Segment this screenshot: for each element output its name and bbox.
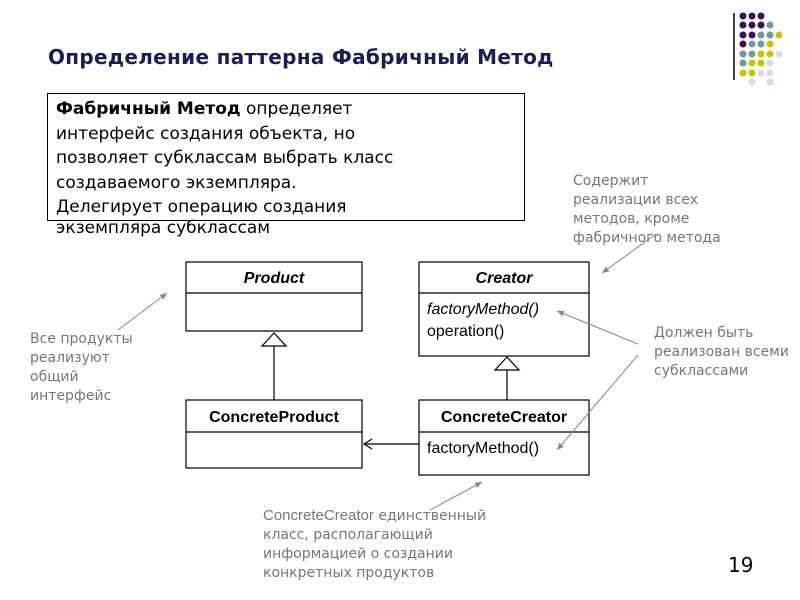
class-product: Product xyxy=(185,261,363,332)
note-creator: Содержит реализации всех методов, кроме … xyxy=(573,172,721,248)
decor-dot xyxy=(757,12,765,20)
note-line: Должен быть xyxy=(654,325,754,341)
decor-dot xyxy=(739,40,747,48)
method: operation() xyxy=(427,323,504,340)
slide-number: 19 xyxy=(728,553,754,577)
decor-dot xyxy=(757,21,765,29)
decor-dot xyxy=(739,12,747,20)
decor-dot xyxy=(766,69,774,77)
decor-dot xyxy=(766,21,774,29)
definition-line: позволяет субклассам выбрать класс xyxy=(56,148,394,168)
decor-dot xyxy=(766,50,774,58)
decor-dot xyxy=(739,21,747,29)
decor-dot xyxy=(748,50,756,58)
note-line: реализован всеми xyxy=(654,344,789,360)
note-products: Все продукты реализуют общий интерфейс xyxy=(30,330,133,406)
definition-line: определяет xyxy=(240,99,353,119)
inheritance-product xyxy=(260,332,288,400)
decor-dot xyxy=(748,78,756,86)
decor-dot xyxy=(766,78,774,86)
definition-line: создаваемого экземпляра. xyxy=(56,172,297,193)
decor-dot xyxy=(748,21,756,29)
class-name: ConcreteProduct xyxy=(209,409,339,426)
decor-dot xyxy=(739,59,747,67)
decor-dot xyxy=(748,31,756,39)
definition-box xyxy=(47,93,525,221)
note-concrete-creator: ConcreteCreator единственный класс, расп… xyxy=(263,506,486,583)
page-title: Определение паттерна Фабричный Метод xyxy=(48,45,554,69)
decor-dot xyxy=(775,50,783,58)
note-line: единственный xyxy=(373,508,487,524)
method: factoryMethod() xyxy=(427,440,539,457)
decor-dot xyxy=(766,40,774,48)
decor-dot xyxy=(748,40,756,48)
note-line: методов, кроме xyxy=(573,211,690,227)
note-implement: Должен быть реализован всеми субклассами xyxy=(654,324,789,381)
decor-dot xyxy=(757,69,765,77)
note-line: Содержит xyxy=(573,173,649,189)
decor-dot xyxy=(739,69,747,77)
decor-dot xyxy=(757,50,765,58)
definition-term: Фабричный Метод xyxy=(56,99,241,119)
note-term: ConcreteCreator xyxy=(263,507,374,524)
decor-dot xyxy=(766,59,774,67)
decor-dot xyxy=(748,69,756,77)
definition-line: интерфейс создания объекта, но xyxy=(56,123,356,144)
definition-text: Фабричный Метод определяет интерфейс соз… xyxy=(56,97,526,240)
decor-dot xyxy=(775,31,783,39)
class-name: Creator xyxy=(476,270,534,287)
definition-line: экземпляра субклассам xyxy=(56,217,271,238)
decor-dot xyxy=(757,40,765,48)
class-name: ConcreteCreator xyxy=(441,409,567,426)
dependency-arrow xyxy=(362,438,419,450)
decor-dot xyxy=(739,50,747,58)
note-line: информацией о создании xyxy=(263,546,453,562)
inheritance-creator xyxy=(493,356,521,400)
decor-dot xyxy=(757,59,765,67)
dot-grid-decoration xyxy=(739,12,783,86)
class-concrete-product: ConcreteProduct xyxy=(185,399,363,469)
note-line: интерфейс xyxy=(30,388,112,404)
note-line: фабричного метода xyxy=(573,230,721,246)
annotation-arrows xyxy=(117,233,657,511)
note-line: общий xyxy=(30,369,79,385)
note-line: реализации всех xyxy=(573,192,699,208)
note-line: субклассами xyxy=(654,363,749,379)
note-line: конкретных продуктов xyxy=(263,565,435,581)
class-name: Product xyxy=(244,270,305,287)
method: factoryMethod() xyxy=(427,301,539,318)
definition-line: Делегирует операцию создания xyxy=(56,197,347,217)
decor-dot xyxy=(748,12,756,20)
class-concrete-creator: ConcreteCreator factoryMethod() xyxy=(418,399,590,476)
decor-dot xyxy=(739,31,747,39)
class-creator: Creator factoryMethod() operation() xyxy=(418,261,590,357)
decor-dot xyxy=(757,31,765,39)
decor-dot xyxy=(748,59,756,67)
decor-dot xyxy=(766,31,774,39)
note-line: класс, располагающий xyxy=(263,527,433,543)
note-line: реализуют xyxy=(30,350,110,366)
note-line: Все продукты xyxy=(30,331,133,347)
